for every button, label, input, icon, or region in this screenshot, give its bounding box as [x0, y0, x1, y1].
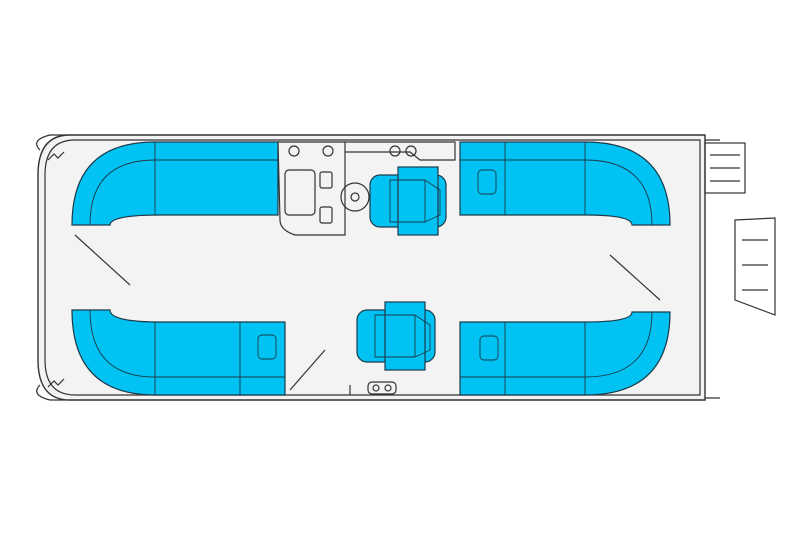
- stern-lounge-starboard: [459, 311, 671, 396]
- gates: [74, 234, 661, 395]
- bow-logo-bottom: [47, 378, 65, 388]
- boarding-ladder: [704, 142, 746, 194]
- steering-wheel-icon: [340, 182, 370, 212]
- stern-lounge-port: [459, 141, 671, 226]
- pontoon-tubes: [36, 134, 720, 401]
- swim-platform: [734, 217, 776, 316]
- helm-console: [277, 141, 456, 236]
- passenger-chair: [356, 301, 436, 371]
- bow-lounge-starboard: [71, 309, 286, 396]
- captain-chair: [369, 166, 447, 236]
- cup-holder-console: [367, 381, 397, 395]
- bow-logo-top: [47, 151, 65, 161]
- bow-lounge-port: [71, 141, 279, 226]
